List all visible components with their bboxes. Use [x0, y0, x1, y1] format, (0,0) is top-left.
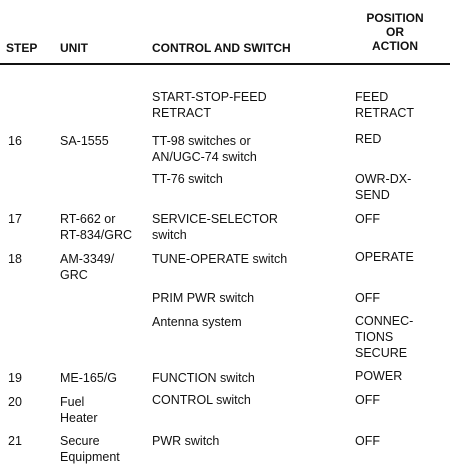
row-step: 18 — [8, 252, 22, 266]
row-action: OFF — [355, 291, 380, 305]
row-step: 17 — [8, 212, 22, 226]
row-step: 16 — [8, 134, 22, 148]
row-unit: RT-662 or RT-834/GRC — [60, 212, 133, 242]
row-action: CONNEC- TIONS SECURE — [355, 314, 414, 360]
header-rule — [0, 63, 450, 65]
row-action: OPERATE — [355, 250, 414, 264]
row-action: RED — [355, 132, 382, 146]
row-control: TT-76 switch — [152, 172, 223, 186]
row-unit: Secure Equipment — [60, 434, 120, 464]
row-control: FUNCTION switch — [152, 371, 255, 385]
row-control: TT-98 switches or AN/UGC-74 switch — [152, 134, 257, 164]
header-step: STEP — [6, 41, 38, 55]
row-action: FEED RETRACT — [355, 90, 415, 120]
row-control: PWR switch — [152, 434, 220, 448]
row-control: TUNE-OPERATE switch — [152, 252, 288, 266]
row-control: PRIM PWR switch — [152, 291, 255, 305]
row-control: Antenna system — [152, 315, 242, 329]
row-action: OWR-DX- SEND — [355, 172, 412, 202]
row-step: 19 — [8, 371, 22, 385]
row-unit: SA-1555 — [60, 134, 109, 148]
header-position-or-action: POSITION OR ACTION — [366, 11, 424, 53]
row-unit: AM-3349/ GRC — [60, 252, 115, 282]
row-step: 21 — [8, 434, 22, 448]
header-unit: UNIT — [60, 41, 88, 55]
row-control: CONTROL switch — [152, 393, 251, 407]
row-control: START-STOP-FEED RETRACT — [152, 90, 267, 120]
row-unit: Fuel Heater — [60, 395, 98, 425]
row-control: SERVICE-SELECTOR switch — [152, 212, 278, 242]
row-action: OFF — [355, 393, 380, 407]
row-step: 20 — [8, 395, 22, 409]
row-action: OFF — [355, 434, 380, 448]
row-unit: ME-165/G — [60, 371, 117, 385]
row-action: OFF — [355, 212, 380, 226]
row-action: POWER — [355, 369, 403, 383]
header-control-and-switch: CONTROL AND SWITCH — [152, 41, 291, 55]
